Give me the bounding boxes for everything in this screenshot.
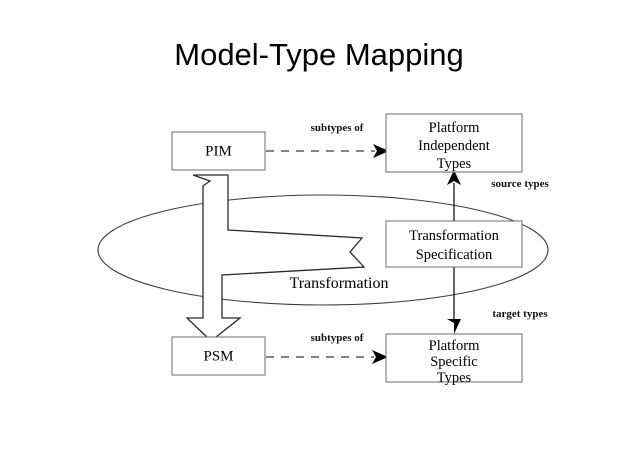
edge-label-subtypes-of-bottom: subtypes of [311,332,364,344]
edge-label-target-types: target types [492,308,548,320]
transformation-scope-ellipse [97,194,549,306]
edge-label-source-types: source types [491,178,549,190]
node-platform-specific-types[interactable]: Platform Specific Types [385,333,523,386]
node-pit-label-line-3: Types [437,156,472,172]
edge-pim-to-platform-independent-types [266,144,389,158]
node-ts-label-line-1: Transformation [409,228,499,244]
node-psm[interactable]: PSM [171,336,266,376]
node-platform-independent-types[interactable]: Platform Independent Types [385,113,523,173]
transformation-arrow-label: Transformation [290,275,389,292]
node-pit-label-line-2: Independent [418,138,490,154]
node-pst-label-line-2: Specific [430,354,478,370]
node-ts-label-line-2: Specification [416,247,493,263]
edge-target-types [447,267,461,334]
node-pim[interactable]: PIM [171,131,266,171]
edge-psm-to-platform-specific-types [266,350,388,364]
page-title: Model-Type Mapping [174,37,464,72]
node-pit-label-line-1: Platform [429,120,480,136]
node-pim-label: PIM [205,143,232,159]
node-transformation-specification[interactable]: Transformation Specification [385,220,523,268]
transformation-block-arrow [185,174,366,342]
node-pst-label-line-3: Types [437,370,472,386]
edge-source-types [447,170,461,221]
edge-label-subtypes-of-top: subtypes of [311,122,364,134]
node-psm-label: PSM [203,348,233,364]
node-pst-label-line-1: Platform [429,338,480,354]
